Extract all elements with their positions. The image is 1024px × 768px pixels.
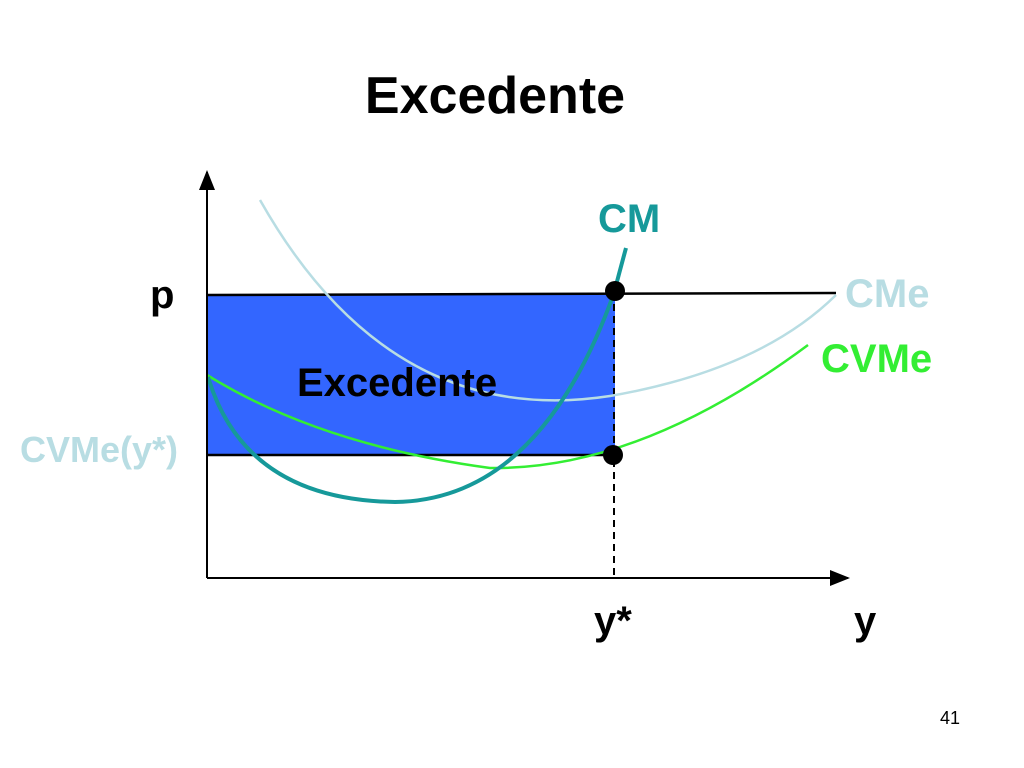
cvme-curve-label: CVMe [821,337,932,381]
price-cm-intersection-point [605,281,625,301]
cme-curve [258,199,837,402]
cm-curve-label: CM [598,197,660,241]
slide-number: 41 [939,708,960,728]
price-line [206,291,837,297]
cvme-at-optimum-label: CVMe(y*) [20,429,178,470]
surplus-region [207,295,615,455]
cvme-curve [206,343,809,470]
cme-curve-label: CMe [845,272,929,316]
surplus-region-label: Excedente [297,361,497,405]
cvme-minimum-point [603,445,623,465]
quantity-axis-label: y [854,599,877,643]
slide-title: Excedente [364,67,626,125]
optimal-quantity-label: y* [594,599,632,643]
price-axis-label: p [150,273,174,317]
